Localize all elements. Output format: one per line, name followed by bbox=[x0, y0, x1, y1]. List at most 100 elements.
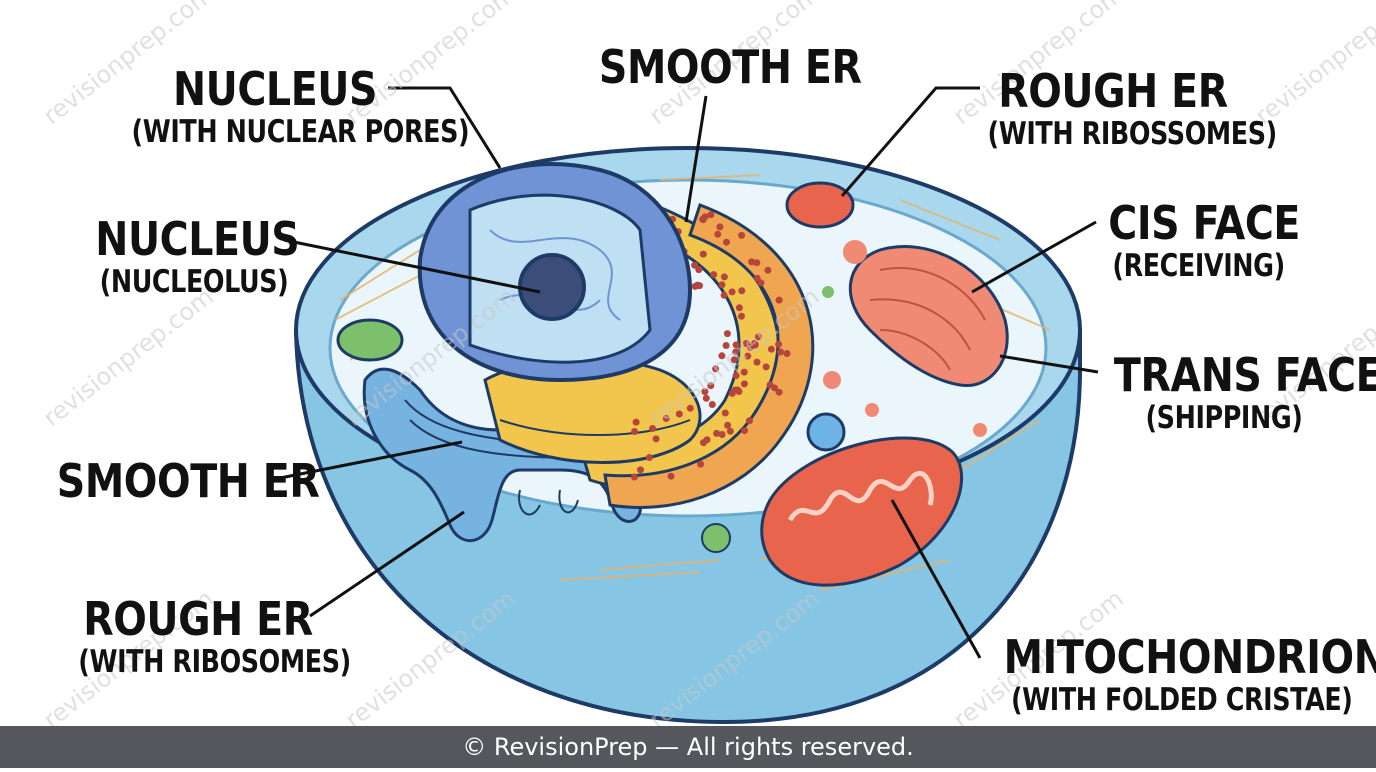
ribosome-dot bbox=[783, 350, 791, 357]
copyright-footer: © RevisionPrep — All rights reserved. bbox=[0, 726, 1376, 768]
ribosome-dot bbox=[645, 454, 653, 461]
ribosome-dot bbox=[738, 231, 746, 239]
ribosome-dot bbox=[632, 418, 640, 426]
ribosome-dot bbox=[744, 352, 752, 360]
ribosome-dot bbox=[732, 348, 740, 356]
ribosome-dot bbox=[707, 382, 715, 390]
ribosome-dot bbox=[699, 215, 707, 223]
ribosome-dot bbox=[710, 271, 718, 279]
label-subtitle: (WITH NUCLEAR PORES) bbox=[131, 114, 470, 150]
label-subtitle: (NUCLEOLUS) bbox=[99, 264, 289, 300]
label-mitochondrion: MITOCHONDRION (WITH FOLDED CRISTAE) bbox=[978, 630, 1376, 718]
nucleus bbox=[417, 162, 693, 383]
ribosome-dot bbox=[741, 427, 748, 435]
label-rough-er-bottom: ROUGH ER (WITH RIBOSOMES) bbox=[52, 592, 351, 680]
ribosome-dot bbox=[724, 421, 732, 429]
label-title: NUCLEUS bbox=[172, 62, 378, 116]
label-subtitle: (WITH RIBOSSOMES) bbox=[987, 116, 1278, 152]
ribosome-dot bbox=[728, 389, 736, 397]
label-cis-face: CIS FACE (RECEIVING) bbox=[1094, 196, 1301, 284]
ribosome-dot bbox=[735, 388, 743, 395]
ribosome-dot bbox=[649, 425, 656, 432]
ribosome-dot bbox=[738, 287, 746, 295]
label-title: ROUGH ER bbox=[83, 592, 313, 646]
label-title: ROUGH ER bbox=[998, 64, 1228, 118]
ribosome-dot bbox=[722, 342, 730, 349]
ribosome-dot bbox=[695, 266, 703, 274]
ribosome-dot bbox=[746, 417, 753, 425]
ribosome-dot bbox=[714, 230, 722, 238]
label-smooth-er-left: SMOOTH ER bbox=[40, 454, 320, 508]
ribosome-dot bbox=[775, 340, 783, 348]
label-subtitle: (SHIPPING) bbox=[1145, 400, 1303, 436]
ribosome-dot bbox=[753, 274, 761, 282]
ribosome-dot bbox=[748, 258, 756, 266]
ribosome-dot bbox=[723, 238, 730, 246]
ribosome-dot bbox=[718, 352, 726, 360]
label-title: TRANS FACE bbox=[1113, 348, 1376, 402]
label-smooth-er-top: SMOOTH ER bbox=[580, 40, 862, 94]
ribosome-dot bbox=[667, 472, 675, 480]
ribosome-dot bbox=[686, 404, 694, 412]
ribosome-dot bbox=[777, 348, 784, 356]
vesicles bbox=[336, 181, 987, 553]
ribosome-dot bbox=[753, 259, 761, 267]
label-rough-er-top: ROUGH ER (WITH RIBOSSOMES) bbox=[960, 64, 1278, 152]
ribosome-dot bbox=[762, 363, 770, 371]
ribosome-dot bbox=[753, 358, 761, 366]
ribosome-dot bbox=[735, 304, 743, 312]
ribosome-dot bbox=[708, 401, 716, 408]
label-nucleolus: NUCLEUS (NUCLEOLUS) bbox=[80, 212, 300, 300]
ribosome-dot bbox=[703, 436, 711, 444]
label-title: CIS FACE bbox=[1108, 196, 1301, 250]
ribosome-dot bbox=[732, 341, 740, 349]
label-title: SMOOTH ER bbox=[56, 454, 320, 508]
label-subtitle: (WITH RIBOSOMES) bbox=[78, 644, 351, 680]
ribosome-dot bbox=[720, 273, 728, 281]
ribosome-dot bbox=[662, 415, 670, 422]
ribosome-dot bbox=[707, 211, 715, 219]
ribosome-dot bbox=[713, 429, 721, 437]
label-trans-face: TRANS FACE (SHIPPING) bbox=[1096, 348, 1376, 436]
ribosome-dot bbox=[716, 223, 724, 231]
label-nucleus-pores: NUCLEUS (WITH NUCLEAR PORES) bbox=[100, 62, 470, 150]
ribosome-dot bbox=[718, 431, 726, 438]
ribosome-dot bbox=[771, 384, 778, 392]
ribosome-dot bbox=[721, 409, 729, 417]
ribosome-dot bbox=[652, 435, 660, 443]
label-title: MITOCHONDRION bbox=[1003, 630, 1376, 684]
leader-lines bbox=[269, 86, 1099, 659]
ribosome-dot bbox=[720, 291, 728, 299]
ribosome-dot bbox=[742, 340, 750, 347]
ribosome-dot bbox=[702, 394, 710, 402]
ribosome-dot bbox=[701, 388, 709, 396]
ribosome-dot bbox=[732, 372, 740, 379]
mitochondrion bbox=[760, 436, 964, 587]
ribosome-dot bbox=[697, 460, 705, 468]
ribosome-dot bbox=[767, 345, 775, 353]
label-title: SMOOTH ER bbox=[598, 40, 862, 94]
ribosome-dot bbox=[775, 388, 783, 396]
ribosome-dot bbox=[764, 266, 772, 274]
ribosome-dot bbox=[740, 380, 748, 388]
ribosome-dot bbox=[699, 250, 707, 258]
ribosome-dot bbox=[723, 330, 731, 338]
golgi-stack bbox=[848, 245, 1009, 388]
ribosome-dot bbox=[631, 428, 639, 435]
ribosome-dot bbox=[775, 296, 783, 304]
ribosome-dot bbox=[718, 281, 726, 289]
nucleolus bbox=[518, 253, 586, 321]
ribosome-dot bbox=[675, 410, 683, 418]
ribosome-dot bbox=[728, 288, 736, 296]
ribosome-dot bbox=[637, 466, 644, 474]
ribosome-dot bbox=[630, 473, 638, 481]
ribosome-dot bbox=[740, 368, 748, 376]
ribosome-dot bbox=[712, 365, 720, 373]
ribosome-dot bbox=[691, 261, 699, 269]
ribosome-dot bbox=[726, 427, 734, 435]
label-title: NUCLEUS bbox=[95, 212, 300, 266]
ribosome-dot bbox=[691, 282, 699, 290]
ribosome-dot bbox=[755, 333, 762, 341]
